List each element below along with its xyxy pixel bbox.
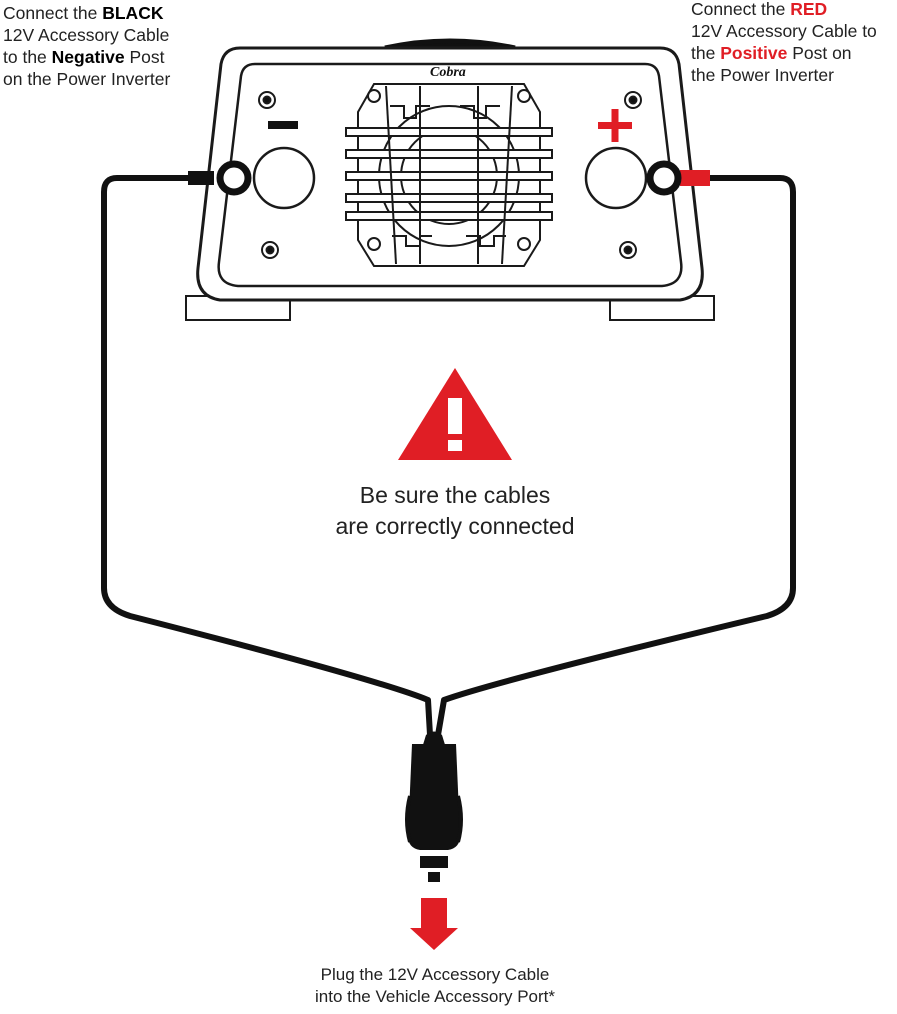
negative-note-line-3-prefix: to the	[3, 47, 52, 67]
positive-note-line-4: the Power Inverter	[691, 65, 834, 85]
negative-note-line-1: Connect the BLACK	[3, 2, 170, 24]
positive-post-word: Positive	[720, 43, 788, 63]
plug-instruction: Plug the 12V Accessory Cable into the Ve…	[250, 964, 620, 1008]
positive-ring-connector	[646, 160, 710, 196]
positive-terminal-post	[584, 146, 648, 210]
plug-tip-collar	[420, 856, 448, 868]
negative-terminal-post	[252, 146, 316, 210]
negative-note-line-3: to the Negative Post	[3, 46, 170, 68]
positive-symbol	[598, 109, 632, 142]
cable-assembly	[101, 175, 796, 738]
positive-note-line-3-suffix: Post on	[787, 43, 852, 63]
positive-note-line-1: Connect the RED	[691, 0, 877, 20]
power-inverter: Cobra	[185, 38, 715, 321]
positive-cable-instruction: Connect the RED 12V Accessory Cable to t…	[691, 0, 877, 86]
plug-body	[408, 744, 460, 850]
fan-grill	[345, 83, 553, 267]
positive-note-prefix: Connect the	[691, 0, 791, 19]
warning-line-2: are correctly connected	[335, 513, 575, 539]
negative-note-line-2: 12V Accessory Cable	[3, 25, 170, 45]
brand-logo: Cobra	[430, 65, 466, 80]
down-arrow-icon	[410, 898, 458, 950]
negative-note-line-3-suffix: Post	[124, 47, 165, 67]
negative-cable	[101, 175, 433, 738]
warning-line-1: Be sure the cables	[359, 482, 551, 508]
black-color-word: BLACK	[102, 3, 164, 23]
negative-post-word: Negative	[51, 47, 125, 67]
positive-note-line-2: 12V Accessory Cable to	[691, 21, 877, 41]
positive-cable	[435, 175, 796, 738]
panel-screws	[258, 91, 642, 259]
negative-note-line-4: on the Power Inverter	[3, 69, 171, 89]
negative-symbol	[268, 121, 298, 129]
warning-icon	[398, 368, 512, 460]
warning-message: Be sure the cables are correctly connect…	[250, 480, 660, 542]
negative-cable-instruction: Connect the BLACK 12V Accessory Cable to…	[3, 2, 170, 90]
negative-ring-connector	[188, 160, 252, 196]
positive-note-line-3: the Positive Post on	[691, 42, 877, 64]
negative-note-prefix: Connect the	[3, 3, 103, 23]
plug-note-line-1: Plug the 12V Accessory Cable	[320, 965, 550, 984]
plug-note-line-2: into the Vehicle Accessory Port*	[314, 987, 556, 1006]
red-color-word: RED	[790, 0, 828, 19]
plug-tip-pin	[428, 872, 440, 882]
top-handle	[384, 38, 516, 51]
positive-note-line-3-prefix: the	[691, 43, 721, 63]
accessory-plug	[405, 731, 463, 882]
